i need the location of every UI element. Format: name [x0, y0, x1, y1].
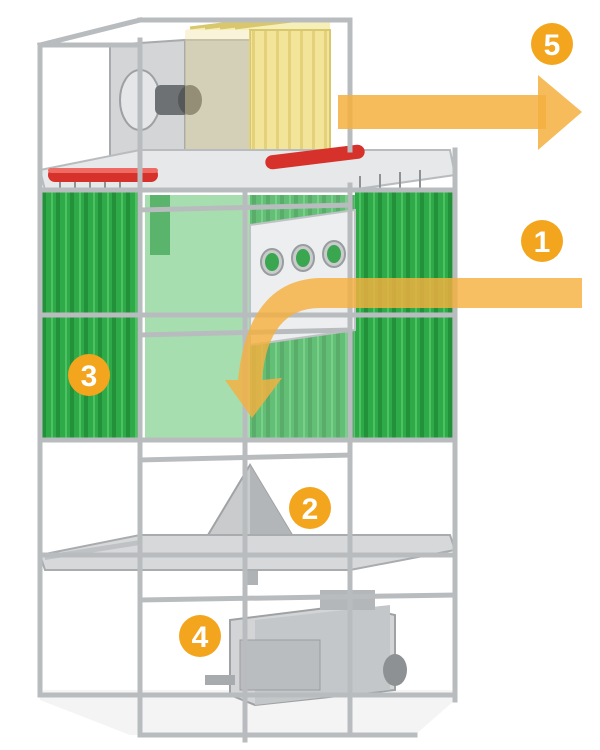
badge-5: 5: [531, 23, 573, 65]
svg-text:1: 1: [534, 226, 551, 259]
badge-1: 1: [521, 220, 563, 262]
svg-text:3: 3: [81, 360, 98, 393]
inlet-panel: [249, 208, 356, 347]
badge-3: 3: [68, 354, 110, 396]
pulse-header-pipes: [48, 144, 365, 182]
badge-4: 4: [179, 615, 221, 657]
filter-cartridge-icon: [185, 18, 331, 151]
badge-2: 2: [289, 487, 331, 529]
flow-arrow-inlet: [225, 278, 582, 418]
svg-text:4: 4: [192, 621, 209, 654]
svg-text:2: 2: [302, 493, 319, 526]
svg-text:5: 5: [544, 29, 561, 62]
dust-collector-unit-icon: [205, 590, 407, 707]
flow-arrow-outlet: [338, 75, 582, 150]
inlet-openings: [260, 240, 346, 276]
